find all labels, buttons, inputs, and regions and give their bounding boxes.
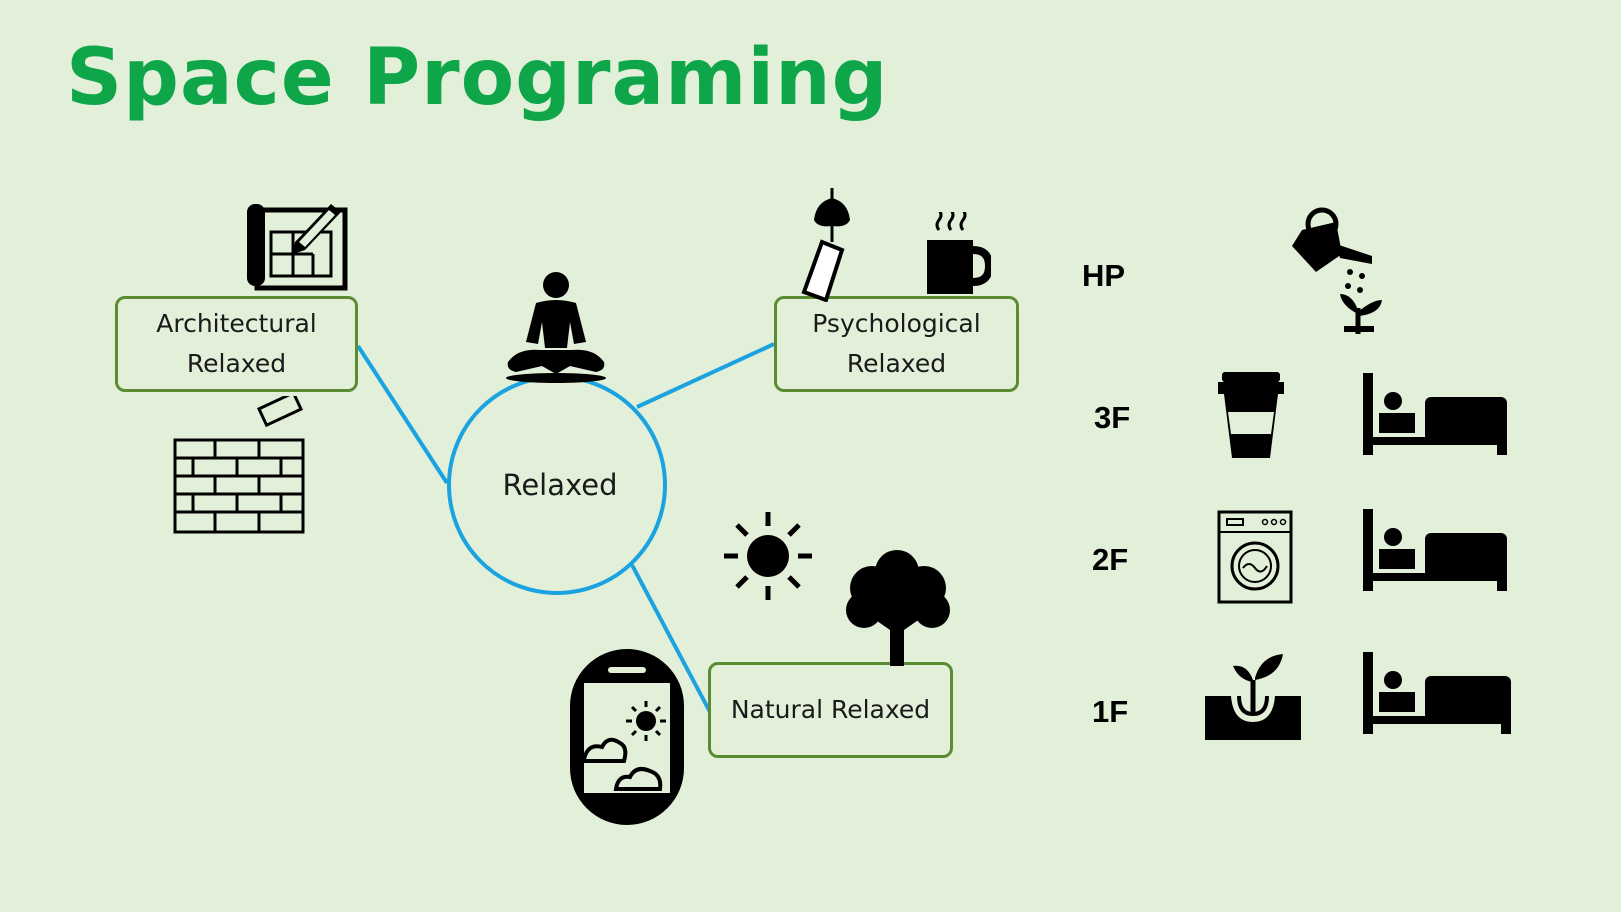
node-architectural-relaxed: Architectural Relaxed <box>115 296 358 392</box>
sprout-icon <box>1205 654 1301 740</box>
floor-label-3f: 3F <box>1094 400 1131 435</box>
coffee-mug-icon <box>927 212 991 294</box>
node-label-line2: Relaxed <box>186 349 287 378</box>
window-view-icon <box>570 649 684 825</box>
node-label-line1: Psychological <box>812 309 981 338</box>
floor-label-1f: 1F <box>1092 694 1129 729</box>
blueprint-icon <box>247 204 348 291</box>
node-natural-relaxed: Natural Relaxed <box>708 662 953 758</box>
floor-label-hp: HP <box>1082 258 1126 293</box>
bed-icon <box>1363 373 1507 455</box>
bed-icon <box>1363 509 1507 591</box>
brick-wall-icon <box>173 396 305 534</box>
tree-icon <box>846 550 950 666</box>
connector-architectural <box>356 344 449 485</box>
bed-icon <box>1363 652 1511 734</box>
watering-can-icon <box>1292 207 1382 334</box>
washing-machine-icon <box>1217 510 1293 604</box>
connector-psychological <box>636 342 775 409</box>
floor-label-2f: 2F <box>1092 542 1129 577</box>
node-label-line1: Architectural <box>156 309 317 338</box>
connector-natural <box>630 564 712 713</box>
page-title: Space Programing <box>66 33 889 123</box>
node-label-line2: Relaxed <box>846 349 947 378</box>
coffee-cup-icon <box>1218 372 1284 458</box>
node-psychological-relaxed: Psychological Relaxed <box>774 296 1019 392</box>
sun-icon <box>724 512 812 600</box>
center-label: Relaxed <box>502 468 618 502</box>
meditation-icon <box>506 272 606 383</box>
wind-chime-icon <box>801 188 850 302</box>
node-label: Natural Relaxed <box>730 695 931 724</box>
